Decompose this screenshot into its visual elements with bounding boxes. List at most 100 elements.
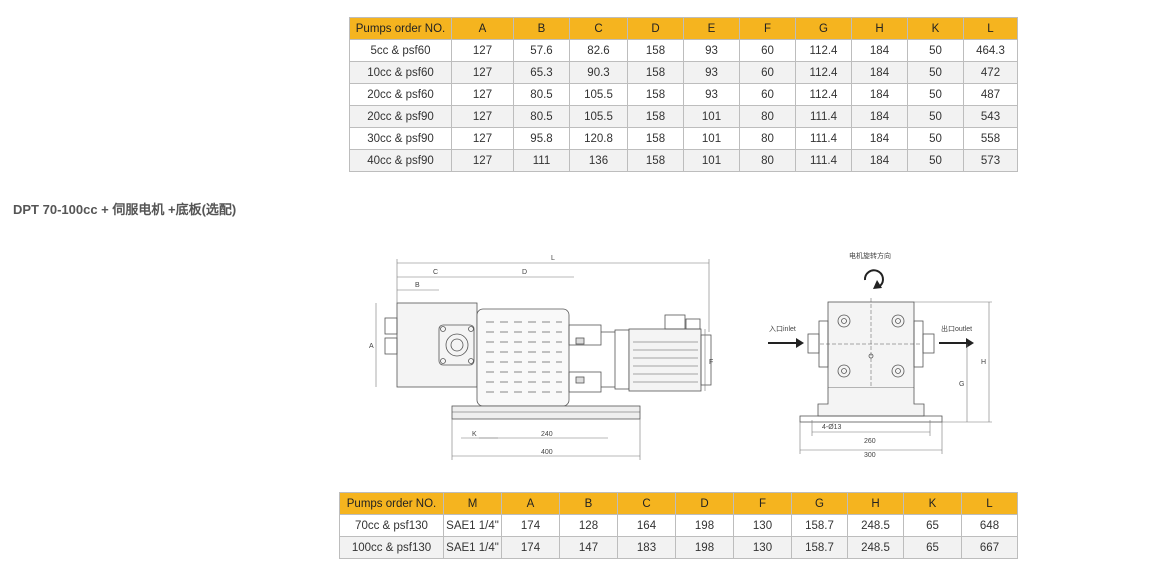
dim-label-K: K	[472, 431, 477, 438]
motor-connector	[664, 314, 686, 330]
table-cell: 158	[627, 127, 684, 150]
coupling-top	[568, 324, 602, 346]
header-cell: G	[791, 492, 848, 515]
header-cell: Pumps order NO.	[349, 17, 452, 40]
table-cell: 112.4	[795, 61, 852, 84]
table-cell: 120.8	[569, 127, 628, 150]
table-row: 20cc & psf60 127 80.5 105.5 158 93 60 11…	[349, 83, 1018, 106]
dim-label-B: B	[415, 282, 420, 289]
table-cell: 80	[739, 105, 796, 128]
table-cell: 101	[683, 127, 740, 150]
pump-head	[396, 302, 478, 388]
dim-label-240: 240	[541, 431, 553, 438]
table-cell: 164	[617, 514, 676, 537]
dim-label-C: C	[433, 269, 438, 276]
table-row: 30cc & psf90 127 95.8 120.8 158 101 80 1…	[349, 127, 1018, 150]
table-cell: 50	[907, 39, 964, 62]
table-cell: 127	[451, 127, 514, 150]
dimension-table-1: Pumps order NO. A B C D E F G H K L 5cc …	[349, 17, 1018, 172]
pump-port-top	[384, 317, 398, 335]
dim-label-A: A	[369, 343, 374, 350]
dim-label-G: G	[959, 381, 964, 388]
table-cell: 648	[961, 514, 1018, 537]
table-row: 70cc & psf130 SAE1 1/4" 174 128 164 198 …	[339, 514, 1018, 537]
pump-front-body	[827, 301, 915, 389]
table-cell: SAE1 1/4"	[443, 514, 502, 537]
dim-label-F: F	[709, 359, 713, 366]
header-cell: C	[617, 492, 676, 515]
coupling-bottom	[568, 371, 602, 393]
table-cell: 111	[513, 149, 570, 172]
table-cell: 80	[739, 127, 796, 150]
table-cell: 487	[963, 83, 1018, 106]
table-cell: 50	[907, 127, 964, 150]
table-cell: 95.8	[513, 127, 570, 150]
table-cell: 93	[683, 61, 740, 84]
table-cell: 40cc & psf90	[349, 149, 452, 172]
table-header-row: Pumps order NO. M A B C D F G H K L	[339, 492, 1018, 515]
table-cell: 127	[451, 83, 514, 106]
table-cell: 127	[451, 61, 514, 84]
table-cell: 101	[683, 149, 740, 172]
base-plate	[451, 405, 641, 420]
table-cell: 101	[683, 105, 740, 128]
table-cell: 65	[903, 536, 962, 559]
table-cell: 100cc & psf130	[339, 536, 444, 559]
header-cell: Pumps order NO.	[339, 492, 444, 515]
table-cell: 57.6	[513, 39, 570, 62]
inlet-label: 入口inlet	[769, 325, 796, 333]
table-cell: 80.5	[513, 105, 570, 128]
header-cell: D	[627, 17, 684, 40]
table-row: 40cc & psf90 127 111 136 158 101 80 111.…	[349, 149, 1018, 172]
table-cell: 130	[733, 514, 792, 537]
table-row: 10cc & psf60 127 65.3 90.3 158 93 60 112…	[349, 61, 1018, 84]
table-cell: 158.7	[791, 536, 848, 559]
motor-flange	[614, 329, 630, 390]
front-base-foot	[799, 415, 943, 423]
header-cell: G	[795, 17, 852, 40]
table-cell: 65	[903, 514, 962, 537]
table-cell: 50	[907, 149, 964, 172]
header-cell: H	[851, 17, 908, 40]
table-cell: 111.4	[795, 105, 852, 128]
dim-label-L: L	[551, 255, 555, 262]
rotation-arrow-icon	[863, 269, 884, 287]
table-cell: 198	[675, 536, 734, 559]
table-cell: 158	[627, 105, 684, 128]
table-cell: 248.5	[847, 514, 904, 537]
table-cell: 80	[739, 149, 796, 172]
header-cell: L	[963, 17, 1018, 40]
table-cell: 70cc & psf130	[339, 514, 444, 537]
table-cell: 5cc & psf60	[349, 39, 452, 62]
table-cell: 127	[451, 39, 514, 62]
pump-technical-drawing: L C B D A F K 240 400 电机旋转方向 入口inlet 出口o…	[369, 251, 992, 460]
header-cell: A	[501, 492, 560, 515]
gear-housing	[476, 308, 570, 407]
table-cell: 184	[851, 83, 908, 106]
header-cell: K	[903, 492, 962, 515]
table-cell: 543	[963, 105, 1018, 128]
table-cell: 147	[559, 536, 618, 559]
table-cell: 20cc & psf60	[349, 83, 452, 106]
header-cell: K	[907, 17, 964, 40]
table-cell: 112.4	[795, 39, 852, 62]
table-cell: 184	[851, 149, 908, 172]
dimension-table-2: Pumps order NO. M A B C D F G H K L 70cc…	[339, 492, 1018, 559]
table-cell: 184	[851, 105, 908, 128]
table-cell: 90.3	[569, 61, 628, 84]
table-cell: 558	[963, 127, 1018, 150]
table-cell: 111.4	[795, 127, 852, 150]
header-cell: E	[683, 17, 740, 40]
dim-label-400: 400	[541, 449, 553, 456]
table-cell: 20cc & psf90	[349, 105, 452, 128]
table-cell: 50	[907, 61, 964, 84]
header-cell: D	[675, 492, 734, 515]
table-cell: 184	[851, 61, 908, 84]
table-cell: 80.5	[513, 83, 570, 106]
dim-label-D: D	[522, 269, 527, 276]
table-cell: 158	[627, 39, 684, 62]
table-cell: 50	[907, 105, 964, 128]
table-cell: 464.3	[963, 39, 1018, 62]
table-cell: 183	[617, 536, 676, 559]
table-cell: 184	[851, 127, 908, 150]
